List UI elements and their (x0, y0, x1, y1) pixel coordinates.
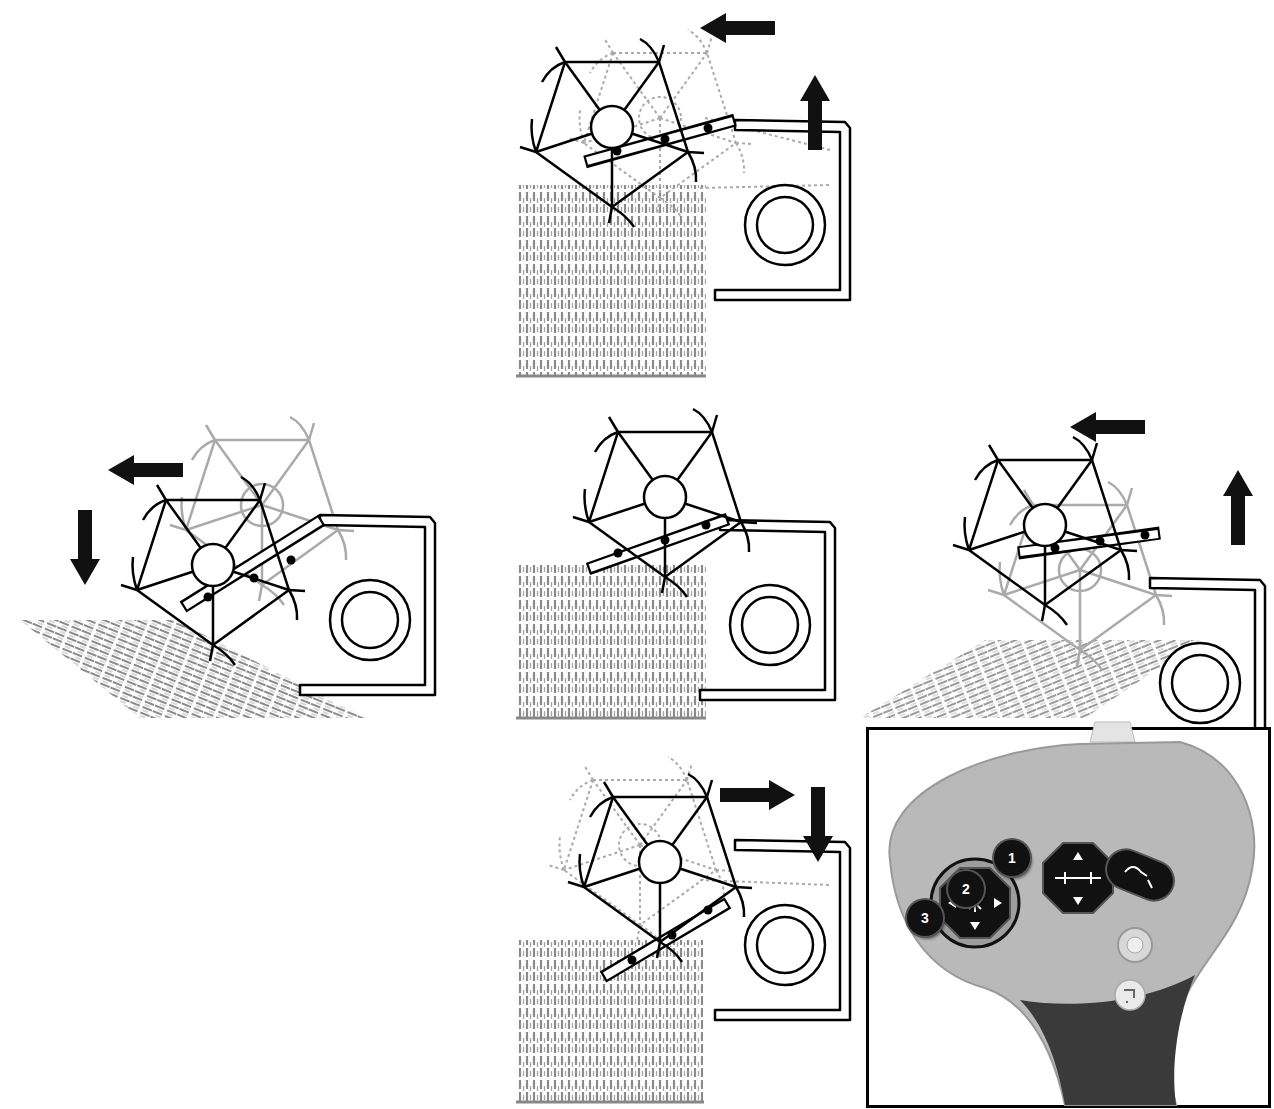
joystick-inset (868, 722, 1270, 1107)
pivot-dot (704, 906, 713, 915)
arrow-up (800, 75, 830, 150)
pivot-dot (1051, 544, 1060, 553)
lodged-crop (20, 620, 365, 718)
spray-symbol (1124, 990, 1134, 1002)
arrow-down (70, 510, 100, 585)
pivot-dot (204, 593, 213, 602)
numbered-button: 3 (907, 900, 943, 936)
pivot-dot (704, 124, 713, 133)
header (715, 120, 850, 300)
rocker-button (1100, 843, 1180, 906)
arrow-left (700, 13, 775, 43)
pivot-dot (614, 549, 623, 558)
reel-lower-forward (70, 417, 435, 695)
reel (573, 409, 757, 597)
pivot-dot (661, 536, 670, 545)
button-number: 2 (962, 882, 970, 896)
ground-line (516, 1101, 704, 1104)
pivot-dot (661, 135, 670, 144)
header (300, 515, 435, 695)
arrow-left (1070, 412, 1145, 442)
button-number: 1 (1008, 851, 1016, 865)
reel (568, 774, 752, 962)
ghost-reel (988, 482, 1172, 670)
trigger-tab (1090, 722, 1135, 742)
pivot-dot (613, 147, 622, 156)
joystick-grip (1020, 975, 1195, 1105)
button-number: 3 (921, 911, 929, 925)
pivot-dot (702, 521, 711, 530)
pivot-dot (1096, 537, 1105, 546)
reel-octagon-switch (940, 868, 1010, 938)
arrow-left (108, 455, 183, 485)
short-crop (518, 940, 703, 1102)
pivot-dot (250, 574, 259, 583)
reel-normal (573, 409, 835, 700)
joystick-body (889, 742, 1254, 1105)
pivot-dot (628, 956, 637, 965)
rocker-symbol (1125, 867, 1152, 888)
reel (953, 437, 1137, 625)
auger (745, 905, 825, 985)
pivot-dot (287, 556, 296, 565)
numbered-button: 1 (994, 840, 1030, 876)
reel (520, 39, 704, 227)
arrow-down (803, 787, 833, 862)
numbered-button: 2 (948, 871, 984, 907)
ground-line (516, 717, 706, 720)
reel-lower-back (548, 757, 850, 1020)
header (700, 520, 835, 700)
auger (330, 580, 410, 660)
reel-raise-forward (520, 13, 850, 300)
ground-line (516, 375, 706, 378)
reel (121, 477, 305, 665)
header (715, 840, 850, 1020)
reel-raise-forward-lodged (953, 412, 1265, 758)
round-button (1127, 937, 1143, 953)
arrow-right (720, 780, 795, 810)
auger (745, 185, 825, 265)
spray-button (1115, 980, 1145, 1010)
auger (730, 585, 810, 665)
inset-frame (868, 729, 1270, 1107)
pivot-dot (668, 931, 677, 940)
arrow-up (1223, 470, 1253, 545)
round-button (1118, 928, 1152, 962)
reel-arm (588, 519, 728, 569)
lodged-crop (860, 640, 1200, 718)
header-octagon-switch (1043, 843, 1113, 913)
auger (1160, 643, 1240, 723)
header-symbol (1055, 872, 1101, 884)
reel-arm (590, 520, 726, 568)
pivot-dot (1141, 531, 1150, 540)
